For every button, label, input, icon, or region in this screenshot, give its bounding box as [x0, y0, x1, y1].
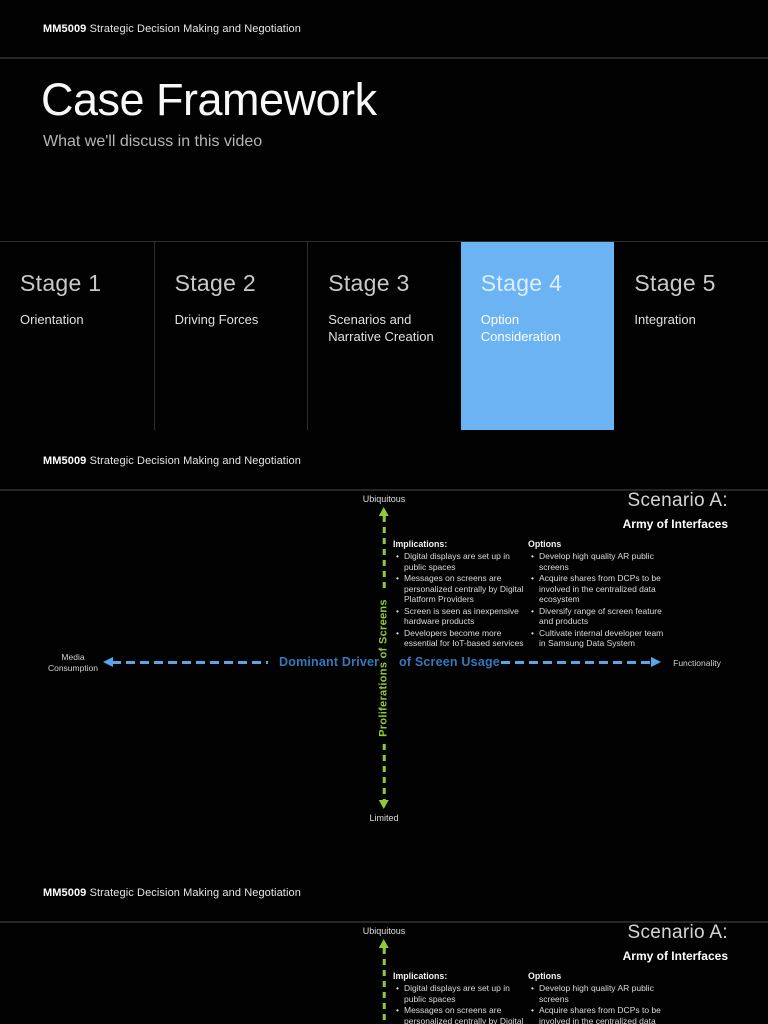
stage-card-4-highlighted: Stage 4 Option Consideration [460, 242, 615, 430]
stage-card-2: Stage 2 Driving Forces [153, 242, 308, 430]
course-header: MM5009 Strategic Decision Making and Neg… [43, 23, 301, 35]
x-axis-right-label: Functionality [673, 658, 721, 668]
scenario-heading: Scenario A: Army of Interfaces [623, 922, 728, 963]
x-axis-title-right: of Screen Usage [399, 655, 500, 669]
course-code: MM5009 [43, 887, 87, 899]
slide-2: MM5009 Strategic Decision Making and Neg… [0, 432, 768, 864]
header-divider [0, 921, 768, 923]
implications-heading: Implications: [393, 971, 448, 981]
scenario-heading: Scenario A: Army of Interfaces [623, 490, 728, 531]
stage-name: Stage 5 [634, 270, 716, 296]
scenario-subtitle: Army of Interfaces [622, 517, 728, 531]
y-axis-top-label: Ubiquitous [362, 926, 406, 936]
x-axis-dash-left [112, 661, 268, 664]
options-list: Develop high quality AR public screens A… [528, 983, 670, 1024]
stage-name: Stage 2 [174, 270, 256, 296]
arrow-down-icon [379, 800, 389, 809]
list-item: Diversify range of screen feature and pr… [528, 606, 670, 627]
list-item: Messages on screens are personalized cen… [393, 1005, 524, 1024]
stage-name: Stage 3 [328, 270, 410, 296]
scenario-notes: Implications: Digital displays are set u… [393, 971, 670, 1024]
stage-label: Driving Forces [174, 312, 259, 327]
stage-row: Stage 1 Orientation Stage 2 Driving Forc… [0, 242, 768, 430]
y-axis: Ubiquitous Proliferations of Screens Lim… [363, 494, 406, 823]
options-heading: Options [528, 971, 562, 981]
list-item: Develop high quality AR public screens [528, 983, 670, 1004]
list-item: Developers become more essential for IoT… [393, 628, 524, 649]
stage-name: Stage 1 [20, 270, 102, 296]
stage-label: Integration [634, 312, 696, 327]
page-subtitle: What we'll discuss in this video [43, 133, 263, 150]
course-title: Strategic Decision Making and Negotiatio… [89, 887, 301, 899]
y-axis-dash-top [382, 516, 386, 592]
course-title: Strategic Decision Making and Negotiatio… [89, 455, 301, 467]
scenario-title: Scenario A: [627, 490, 728, 511]
x-axis-left-label: Media Consumption [47, 652, 99, 674]
list-item: Acquire shares from DCPs to be involved … [528, 1005, 670, 1024]
stage-card-3: Stage 3 Scenarios and Narrative Creation [307, 242, 461, 430]
list-item: Messages on screens are personalized cen… [393, 573, 524, 605]
y-axis: Ubiquitous Proliferations of Screens Lim… [362, 926, 406, 1024]
scenario-title: Scenario A: [627, 922, 728, 943]
x-axis-title-left: Dominant Driver [279, 655, 380, 669]
arrow-left-icon [103, 657, 113, 667]
page-title: Case Framework [41, 74, 377, 125]
list-item: Develop high quality AR public screens [528, 551, 670, 572]
implications-block: Implications: Digital displays are set u… [393, 539, 524, 650]
y-axis-bottom-label: Limited [369, 813, 399, 823]
stage-label: Scenarios and Narrative Creation [328, 312, 434, 344]
stage-label: Option Consideration [480, 312, 561, 344]
course-header: MM5009 Strategic Decision Making and Neg… [43, 887, 301, 899]
stage-card-5: Stage 5 Integration [614, 242, 768, 430]
implications-heading: Implications: [393, 539, 448, 549]
slide-3: MM5009 Strategic Decision Making and Neg… [0, 864, 768, 1024]
list-item: Cultivate internal developer team in Sam… [528, 628, 670, 649]
implications-list: Digital displays are set up in public sp… [393, 551, 524, 649]
stage-card-1: Stage 1 Orientation [0, 242, 154, 430]
options-list: Develop high quality AR public screens A… [528, 551, 670, 649]
scenario-notes: Implications: Digital displays are set u… [393, 539, 670, 650]
header-divider [0, 57, 768, 59]
scenario-subtitle: Army of Interfaces [622, 949, 728, 963]
list-item: Digital displays are set up in public sp… [393, 551, 524, 572]
implications-block: Implications: Digital displays are set u… [393, 971, 524, 1024]
implications-list: Digital displays are set up in public sp… [393, 983, 524, 1024]
list-item: Acquire shares from DCPs to be involved … [528, 573, 670, 605]
header-divider [0, 489, 768, 491]
options-block: Options Develop high quality AR public s… [528, 539, 670, 650]
options-heading: Options [528, 539, 562, 549]
stage-name: Stage 4 [480, 270, 563, 296]
options-block: Options Develop high quality AR public s… [528, 971, 670, 1024]
arrow-right-icon [651, 657, 661, 667]
y-axis-top-label: Ubiquitous [362, 494, 406, 504]
list-item: Digital displays are set up in public sp… [393, 983, 524, 1004]
arrow-up-icon [379, 939, 389, 948]
course-code: MM5009 [43, 23, 87, 35]
y-axis-dash-bottom [382, 744, 386, 800]
course-title: Strategic Decision Making and Negotiatio… [89, 23, 301, 35]
y-axis-dash-top [382, 948, 386, 1024]
y-axis-label: Proliferations of Screens [378, 599, 390, 737]
arrow-up-icon [379, 507, 389, 516]
slide-1: MM5009 Strategic Decision Making and Neg… [0, 0, 768, 432]
stage-section-divider [0, 241, 768, 242]
list-item: Screen is seen as inexpensive hardware p… [393, 606, 524, 627]
stage-label: Orientation [20, 312, 84, 327]
course-header: MM5009 Strategic Decision Making and Neg… [43, 455, 301, 467]
course-code: MM5009 [43, 455, 87, 467]
x-axis-dash-right [501, 661, 651, 664]
